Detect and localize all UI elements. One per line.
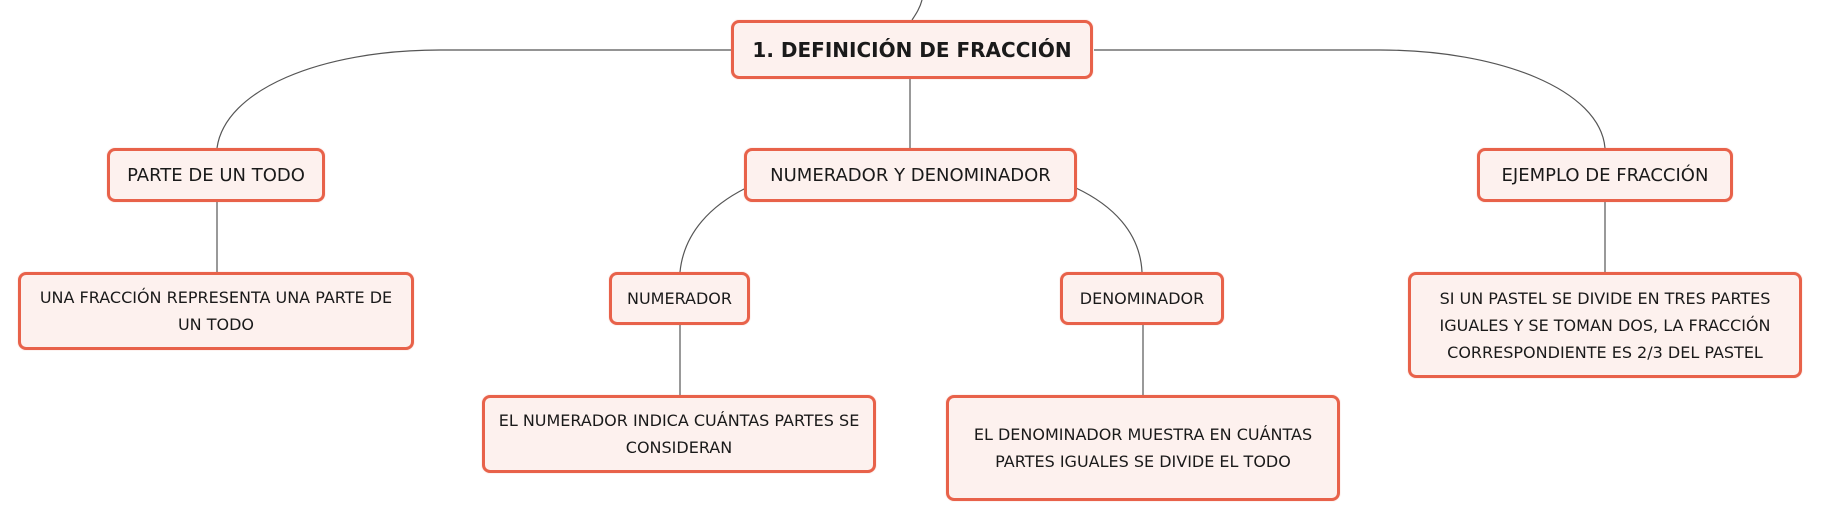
- topic-node-numerador-y-denominador[interactable]: NUMERADOR Y DENOMINADOR: [744, 148, 1077, 202]
- connector-numden-to-denominador: [1075, 187, 1143, 273]
- detail-label: EL NUMERADOR INDICA CUÁNTAS PARTES SE CO…: [498, 411, 860, 457]
- detail-node-denominador[interactable]: EL DENOMINADOR MUESTRA EN CUÁNTAS PARTES…: [946, 395, 1340, 501]
- root-topic-node[interactable]: 1. DEFINICIÓN DE FRACCIÓN: [731, 20, 1093, 79]
- topic-label: NUMERADOR Y DENOMINADOR: [770, 164, 1051, 186]
- connector-root-to-parte: [216, 49, 731, 149]
- subtopic-node-ejemplo-description[interactable]: SI UN PASTEL SE DIVIDE EN TRES PARTES IG…: [1408, 272, 1802, 378]
- detail-label: EL DENOMINADOR MUESTRA EN CUÁNTAS PARTES…: [973, 425, 1313, 471]
- subtopic-label: UNA FRACCIÓN REPRESENTA UNA PARTE DE UN …: [39, 288, 393, 334]
- connector-root-to-ejemplo: [1094, 49, 1606, 149]
- subtopic-node-denominador[interactable]: DENOMINADOR: [1060, 272, 1224, 325]
- connector-root-parent: [911, 0, 923, 21]
- topic-label: PARTE DE UN TODO: [127, 164, 305, 186]
- topic-node-parte-de-un-todo[interactable]: PARTE DE UN TODO: [107, 148, 325, 202]
- subtopic-label: SI UN PASTEL SE DIVIDE EN TRES PARTES IG…: [1439, 288, 1771, 362]
- subtopic-label: NUMERADOR: [626, 289, 733, 308]
- topic-node-ejemplo-de-fraccion[interactable]: EJEMPLO DE FRACCIÓN: [1477, 148, 1733, 202]
- subtopic-node-parte-de-un-todo-description[interactable]: UNA FRACCIÓN REPRESENTA UNA PARTE DE UN …: [18, 272, 414, 350]
- subtopic-label: DENOMINADOR: [1079, 289, 1205, 308]
- root-topic-label: 1. DEFINICIÓN DE FRACCIÓN: [752, 37, 1072, 62]
- topic-label: EJEMPLO DE FRACCIÓN: [1501, 164, 1709, 186]
- subtopic-node-numerador[interactable]: NUMERADOR: [609, 272, 750, 325]
- connector-numden-to-numerador: [679, 187, 747, 273]
- detail-node-numerador[interactable]: EL NUMERADOR INDICA CUÁNTAS PARTES SE CO…: [482, 395, 876, 473]
